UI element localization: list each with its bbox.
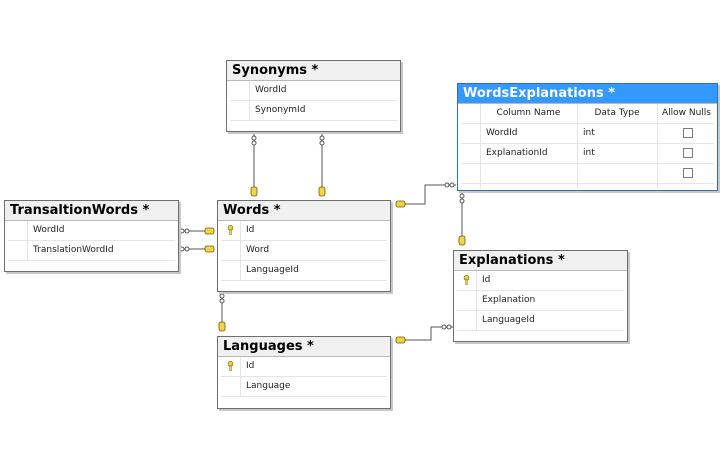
- column-name: Id: [246, 361, 255, 371]
- table-title[interactable]: Words *: [218, 201, 390, 221]
- column-name: Id: [246, 225, 255, 235]
- column-row[interactable]: Language: [221, 377, 387, 397]
- column-name: WordId: [486, 128, 518, 138]
- header-data-type: Data Type: [594, 108, 640, 118]
- column-row-primary-key[interactable]: Id: [221, 221, 387, 241]
- column-name: WordId: [33, 225, 65, 235]
- table-title[interactable]: TransaltionWords *: [5, 201, 178, 221]
- table-words-explanations[interactable]: WordsExplanations * Column Name Data Typ…: [457, 83, 718, 191]
- table-title[interactable]: Languages *: [218, 337, 390, 357]
- relationship-wordsexplanations-words: [398, 184, 456, 205]
- column-name: SynonymId: [255, 105, 306, 115]
- table-languages[interactable]: Languages * Id Language: [217, 336, 391, 409]
- data-type: int: [583, 148, 595, 158]
- column-name: Explanation: [482, 295, 536, 305]
- column-name: LanguageId: [246, 265, 299, 275]
- header-allow-nulls: Allow Nulls: [661, 108, 711, 118]
- column-row-primary-key[interactable]: Id: [221, 357, 387, 377]
- allow-nulls-checkbox[interactable]: [683, 128, 693, 138]
- column-row-primary-key[interactable]: Id: [457, 271, 624, 291]
- column-row[interactable]: TranslationWordId: [8, 241, 175, 261]
- column-row[interactable]: LanguageId: [457, 311, 624, 331]
- table-synonyms[interactable]: Synonyms * WordId SynonymId: [226, 60, 401, 132]
- column-name: WordId: [255, 85, 287, 95]
- column-name: Word: [246, 245, 270, 255]
- primary-key-icon: [227, 361, 234, 371]
- column-name: Language: [246, 381, 291, 391]
- grid-row[interactable]: ExplanationId int: [461, 144, 714, 164]
- column-row[interactable]: WordId: [230, 81, 397, 101]
- allow-nulls-checkbox[interactable]: [683, 148, 693, 158]
- column-row[interactable]: Word: [221, 241, 387, 261]
- column-name: TranslationWordId: [33, 245, 114, 255]
- table-explanations[interactable]: Explanations * Id Explanation LanguageId: [453, 250, 628, 342]
- column-name: ExplanationId: [486, 148, 548, 158]
- header-column-name: Column Name: [496, 108, 561, 118]
- column-name: LanguageId: [482, 315, 535, 325]
- grid-row-empty[interactable]: [461, 164, 714, 184]
- grid-row[interactable]: WordId int: [461, 124, 714, 144]
- table-words[interactable]: Words * Id Word LanguageId: [217, 200, 391, 292]
- table-title[interactable]: Explanations *: [454, 251, 627, 271]
- allow-nulls-checkbox[interactable]: [683, 168, 693, 178]
- table-title[interactable]: Synonyms *: [227, 61, 400, 81]
- column-row[interactable]: WordId: [8, 221, 175, 241]
- column-row[interactable]: SynonymId: [230, 101, 397, 121]
- table-translation-words[interactable]: TransaltionWords * WordId TranslationWor…: [4, 200, 179, 272]
- table-title[interactable]: WordsExplanations *: [458, 84, 717, 104]
- grid-header: Column Name Data Type Allow Nulls: [461, 104, 714, 124]
- column-row[interactable]: Explanation: [457, 291, 624, 311]
- data-type: int: [583, 128, 595, 138]
- column-row[interactable]: LanguageId: [221, 261, 387, 281]
- column-name: Id: [482, 275, 491, 285]
- primary-key-icon: [227, 225, 234, 235]
- primary-key-icon: [463, 275, 470, 285]
